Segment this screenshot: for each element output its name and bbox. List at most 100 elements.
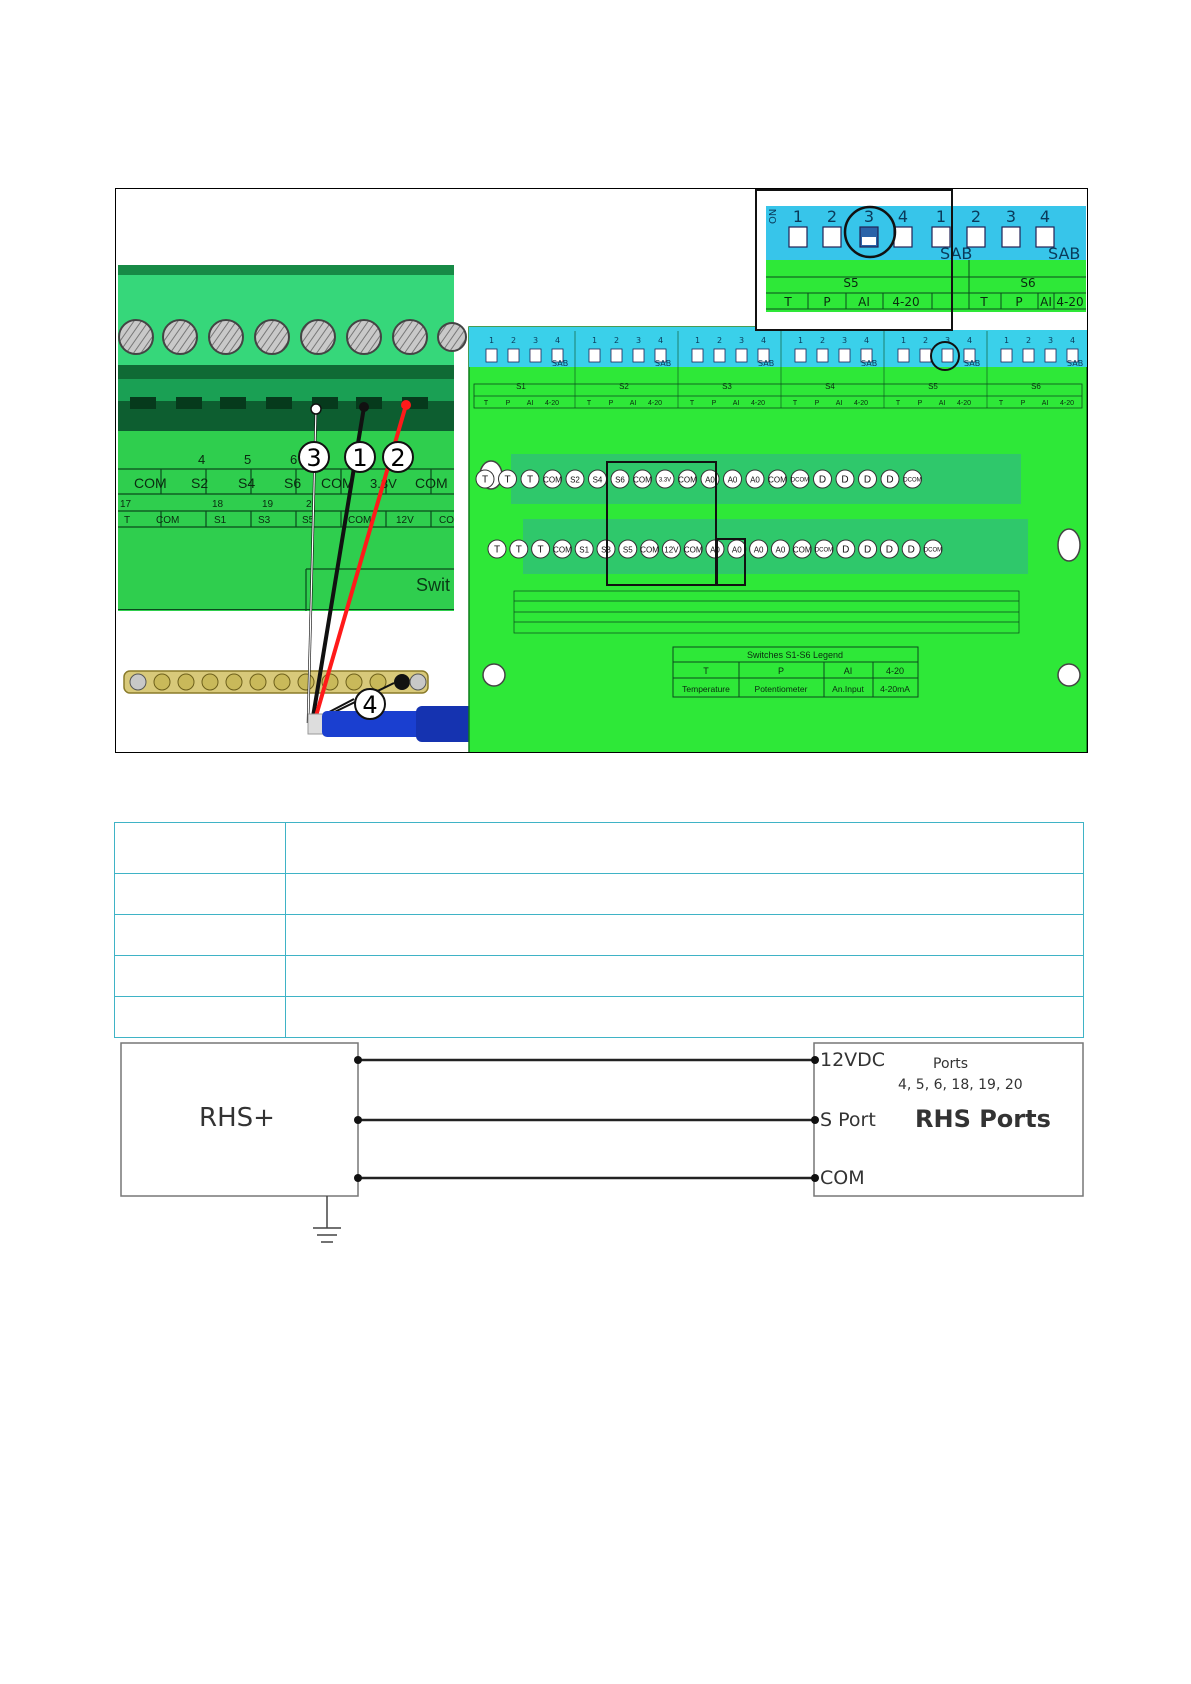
terminal-label-s6: S6 — [284, 475, 301, 491]
terminal-label: COM — [633, 476, 652, 485]
table-cell-value — [285, 996, 1084, 1038]
board-dip-num: 2 — [1026, 336, 1031, 345]
bottom-label-com-2: COM — [348, 515, 371, 526]
terminal-label: DCOM — [924, 548, 942, 554]
terminal-label: S6 — [615, 476, 625, 485]
board-dip-num: 3 — [636, 336, 641, 345]
board-dip-switch — [860, 348, 873, 363]
rhs-ports-label: RHS Ports — [915, 1105, 1051, 1133]
table-cell-label — [114, 996, 286, 1038]
terminal-screw — [610, 469, 630, 489]
zoom-legend-420-2: 4-20 — [1056, 295, 1083, 309]
terminal-label: T — [504, 475, 510, 486]
terminal-num-17: 17 — [120, 499, 132, 510]
terminal-screw — [814, 539, 834, 559]
board-sub-legend: P — [918, 400, 923, 407]
zoom-group-s6: S6 — [1020, 276, 1035, 290]
board-sab-label: SAB — [655, 359, 671, 368]
board-dip-num: 1 — [1004, 336, 1009, 345]
board-sub-legend: P — [1021, 400, 1026, 407]
svg-text:2: 2 — [390, 444, 405, 472]
board-dip-switch — [1066, 348, 1079, 363]
zoom-switch3-highlight — [843, 205, 897, 259]
terminal-screw — [768, 469, 787, 489]
board-dip-switch — [551, 348, 564, 363]
board-dip-num: 1 — [592, 336, 597, 345]
zoom-frame — [755, 189, 953, 331]
board-print-grid — [118, 468, 454, 611]
switch-legend: Switches S1-S6 Legend T P AI 4-20 Temper… — [672, 646, 919, 698]
board-dip-num: 3 — [1048, 336, 1053, 345]
table-cell-value — [285, 822, 1084, 874]
table-row — [114, 955, 1084, 997]
terminal-num-5: 5 — [244, 452, 251, 467]
terminal-label: D — [864, 545, 871, 556]
board-dip-num: 4 — [1070, 336, 1075, 345]
terminal-label: 3.3V — [659, 478, 671, 484]
terminal-screw — [509, 539, 529, 559]
node-s-left — [354, 1116, 362, 1124]
table-cell-value — [285, 914, 1084, 956]
zoom-legend-t: T — [783, 295, 792, 309]
terminal-screw — [903, 469, 922, 489]
terminal-label: COM — [543, 476, 562, 485]
terminal-screw — [640, 539, 660, 559]
terminal-screw — [565, 469, 585, 489]
board-dip-num: 4 — [967, 336, 972, 345]
wiring-schematic: RHS+ 12VDC S Port COM Ports 4, 5, 6, 18,… — [115, 1040, 1090, 1255]
zoom-dip-switch — [1035, 226, 1055, 248]
svg-text:1: 1 — [352, 444, 367, 472]
terminal-screw — [901, 539, 921, 559]
board-dip-num: 3 — [739, 336, 744, 345]
board-dip-switch — [941, 348, 954, 363]
schematic-wires — [358, 1058, 815, 1180]
terminal-screw — [683, 539, 703, 559]
board-dip-switch — [632, 348, 645, 363]
board-dip-switch — [897, 348, 910, 363]
terminal-label: D — [886, 475, 893, 486]
terminal-label: 12V — [664, 546, 679, 555]
bottom-label-12v: 12V — [396, 515, 414, 526]
zoom-sab-left: SAB — [940, 244, 972, 263]
table-row — [114, 822, 1084, 874]
terminal-block-photo: 4 5 6 COM S2 S4 S6 COM 3.3V COM 17 18 19… — [118, 265, 467, 611]
terminal-screw — [543, 469, 562, 489]
terminal-label: D — [864, 475, 871, 486]
terminal-screw — [487, 539, 507, 559]
legend-val-temperature: Temperature — [682, 684, 730, 694]
terminal-label: T — [527, 475, 533, 486]
zoom-dip-num: 4 — [898, 207, 908, 226]
node-com-right — [811, 1174, 819, 1182]
rhs-box — [120, 1042, 359, 1197]
board-dip-switch — [838, 348, 851, 363]
board-sub-legend: 4-20 — [751, 400, 765, 407]
terminal-label: D — [908, 545, 915, 556]
board-sub-legend: T — [690, 400, 695, 407]
board-dip-switch — [1044, 348, 1057, 363]
board-dip-num: 2 — [511, 336, 516, 345]
terminal-label: COM — [793, 546, 812, 555]
zoom-dip-switch — [966, 226, 986, 248]
ports-list: 4, 5, 6, 18, 19, 20 — [898, 1077, 1023, 1093]
terminal-screw — [700, 469, 720, 489]
zoom-dip-switch — [788, 226, 808, 248]
board-dip-switch — [963, 348, 976, 363]
legend-val-aninput: An.Input — [832, 684, 864, 694]
terminal-label: S4 — [593, 476, 603, 485]
board-dip-switch — [1022, 348, 1035, 363]
board-switch3-highlight — [930, 341, 960, 371]
board-switch-s3: S3 — [722, 382, 732, 391]
callout-1: 1 — [344, 441, 376, 473]
zoom-legend-420: 4-20 — [892, 295, 919, 309]
node-12v-right — [811, 1056, 819, 1064]
board-switch-s2: S2 — [619, 382, 629, 391]
svg-text:3: 3 — [306, 444, 321, 472]
board-dip-num: 1 — [901, 336, 906, 345]
board-dip-switch — [919, 348, 932, 363]
board-sab-label: SAB — [964, 359, 980, 368]
ground-symbol-icon — [313, 1196, 341, 1243]
